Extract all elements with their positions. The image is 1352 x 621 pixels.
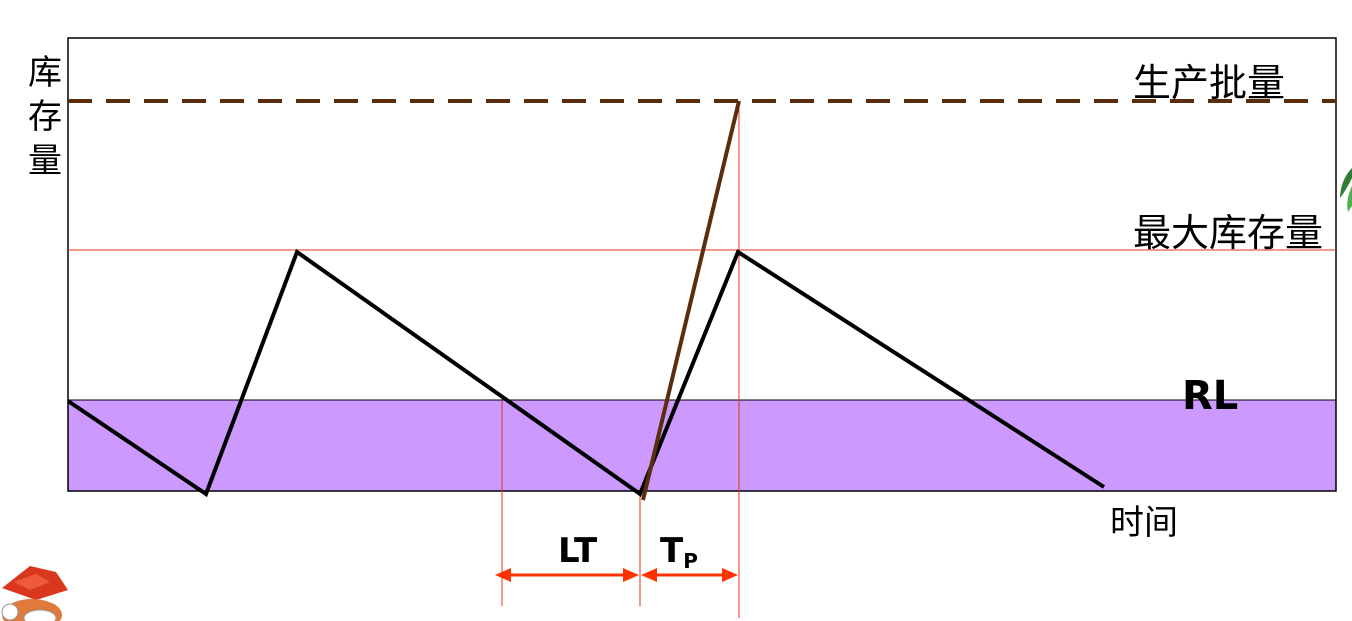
lead-time-arrow — [495, 568, 639, 582]
production-time-subscript: P — [683, 549, 698, 573]
y-axis-label-1: 库 — [28, 53, 62, 93]
inventory-sawtooth — [66, 248, 1106, 498]
reorder-level-label: RL — [1182, 373, 1238, 419]
max-inventory-label: 最大库存量 — [1133, 211, 1323, 255]
lead-time-label: LT — [558, 531, 598, 571]
production-line — [641, 100, 741, 501]
reorder-level-band — [67, 399, 1337, 492]
production-time-label: TP — [660, 531, 698, 573]
y-axis-label-3: 量 — [28, 141, 62, 181]
plant-leaf-icon — [1340, 168, 1352, 212]
production-time-main: T — [660, 531, 684, 571]
production-batch-label: 生产批量 — [1133, 61, 1285, 105]
chart-frame — [67, 37, 1337, 492]
professor-mascot-icon — [1, 566, 68, 621]
x-axis-label: 时间 — [1110, 503, 1178, 543]
production-time-arrow — [641, 568, 738, 582]
y-axis-label-2: 存 — [28, 97, 62, 137]
